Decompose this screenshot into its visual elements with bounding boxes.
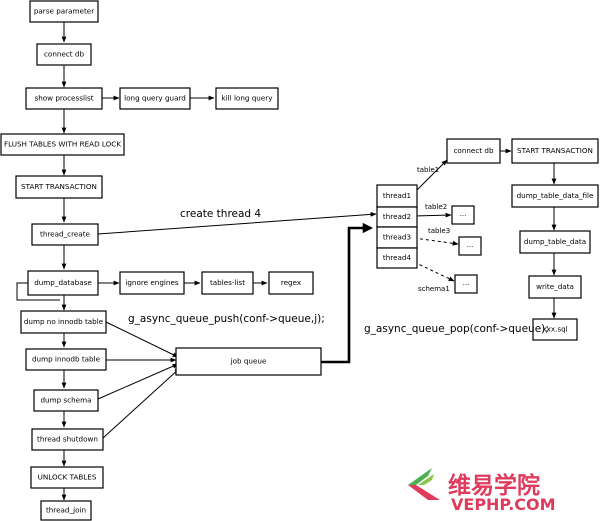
node-flush-tables: FLUSH TABLES WITH READ LOCK — [0, 133, 125, 156]
svg-text:...: ... — [467, 240, 474, 249]
node-right-start-transaction: START TRANSACTION — [511, 138, 599, 164]
table3-label: table3 — [428, 227, 450, 235]
node-parse-parameter: parse parameter — [29, 0, 99, 23]
svg-text:FLUSH TABLES WITH READ LOCK: FLUSH TABLES WITH READ LOCK — [4, 140, 121, 149]
edges — [16, 22, 557, 501]
node-job-queue: job queue — [175, 347, 322, 376]
thread-stack: thread1 thread2 thread3 thread4 — [376, 184, 418, 269]
node-kill-long-query: kill long query — [215, 87, 279, 110]
node-xxx-sql: xxx.sql — [532, 318, 578, 341]
node-thread-shutdown: thread shutdown — [31, 428, 104, 451]
node-ignore-engines: ignore engines — [119, 271, 185, 295]
svg-text:thread_create: thread_create — [40, 230, 91, 239]
svg-text:xxx.sql: xxx.sql — [542, 325, 567, 334]
node-dump-table-data-file: dump_table_data_file — [511, 184, 599, 208]
node-thread4: thread4 — [376, 247, 418, 269]
node-connect-db: connect db — [36, 43, 92, 66]
svg-text:...: ... — [463, 278, 470, 287]
node-thread1: thread1 — [376, 184, 418, 208]
node-unlock-tables: UNLOCK TABLES — [30, 466, 104, 489]
svg-text:UNLOCK TABLES: UNLOCK TABLES — [38, 473, 97, 482]
svg-text:thread_join: thread_join — [46, 506, 86, 515]
svg-text:START TRANSACTION: START TRANSACTION — [517, 146, 593, 155]
svg-text:dump_table_data_file: dump_table_data_file — [517, 191, 594, 200]
svg-text:dump schema: dump schema — [40, 396, 91, 405]
node-thread-join: thread_join — [40, 500, 92, 521]
svg-text:...: ... — [460, 209, 467, 218]
svg-text:connect db: connect db — [453, 146, 493, 155]
node-long-query-guard: long query guard — [119, 87, 191, 110]
svg-text:connect db: connect db — [44, 50, 84, 59]
create-thread-label: create thread 4 — [180, 208, 261, 220]
svg-text:show processlist: show processlist — [34, 94, 93, 103]
svg-text:kill long query: kill long query — [222, 94, 274, 103]
node-dots-3: ... — [454, 274, 478, 294]
watermark: 维易学院 VEPHP.COM — [408, 468, 556, 514]
node-regex: regex — [268, 271, 314, 295]
node-start-transaction: START TRANSACTION — [15, 175, 103, 199]
schema1-label: schema1 — [418, 285, 450, 293]
svg-text:write_data: write_data — [536, 282, 574, 291]
svg-text:ignore engines: ignore engines — [125, 278, 179, 287]
node-dump-innodb: dump innodb table — [25, 348, 107, 371]
svg-text:thread shutdown: thread shutdown — [37, 435, 98, 444]
node-dump-schema: dump schema — [33, 389, 99, 412]
svg-text:dump_database: dump_database — [34, 278, 92, 287]
table1-label: table1 — [417, 166, 439, 174]
watermark-chinese: 维易学院 — [448, 472, 540, 499]
svg-text:dump_table_data: dump_table_data — [524, 237, 586, 246]
node-thread2: thread2 — [376, 206, 418, 228]
watermark-site: VEPHP.COM — [451, 495, 556, 514]
node-dump-table-data: dump_table_data — [519, 230, 591, 254]
node-thread3: thread3 — [376, 226, 418, 249]
svg-text:dump innodb table: dump innodb table — [32, 355, 101, 364]
svg-text:thread1: thread1 — [383, 191, 411, 200]
node-thread-create: thread_create — [31, 223, 99, 246]
svg-text:regex: regex — [281, 278, 302, 287]
queue-pop-label: g_async_queue_pop(conf->queue); — [364, 323, 549, 335]
node-dots-1: ... — [451, 205, 475, 225]
svg-text:tables-list: tables-list — [210, 278, 245, 287]
svg-text:START TRANSACTION: START TRANSACTION — [21, 182, 97, 191]
node-dump-database: dump_database — [27, 270, 99, 296]
svg-text:parse parameter: parse parameter — [34, 7, 94, 16]
svg-text:thread4: thread4 — [383, 253, 412, 262]
table2-label: table2 — [425, 203, 447, 211]
node-dots-2: ... — [458, 236, 482, 256]
svg-text:dump no innodb table: dump no innodb table — [24, 317, 104, 326]
node-dump-no-innodb: dump no innodb table — [20, 310, 107, 334]
svg-text:thread2: thread2 — [383, 212, 411, 221]
svg-text:job queue: job queue — [230, 357, 267, 366]
node-right-connect-db: connect db — [446, 138, 501, 164]
svg-text:thread3: thread3 — [383, 233, 411, 242]
node-show-processlist: show processlist — [25, 87, 103, 110]
queue-push-label: g_async_queue_push(conf->queue,j); — [128, 313, 325, 325]
vephp-logo-icon — [408, 468, 440, 500]
node-write-data: write_data — [528, 275, 582, 299]
node-tables-list: tables-list — [201, 271, 254, 295]
svg-text:long query guard: long query guard — [124, 94, 186, 103]
